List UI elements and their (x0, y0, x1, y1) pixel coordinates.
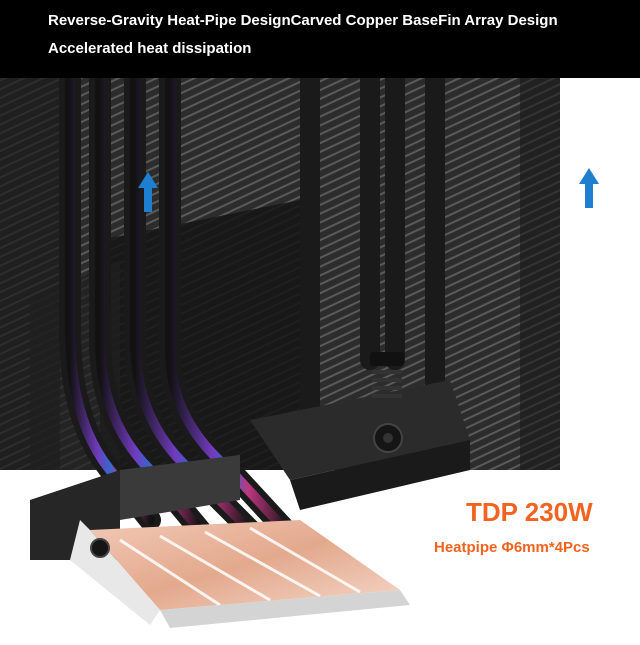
airflow-arrow-icon (138, 168, 599, 212)
screw-icon (90, 352, 404, 558)
heatpipe-spec-label: Heatpipe Φ6mm*4Pcs (434, 539, 590, 556)
heat-pipes (59, 67, 445, 546)
banner-subtitle-text: Accelerated heat dissipation (48, 40, 252, 57)
banner-features-text: Reverse-Gravity Heat-Pipe DesignCarved C… (48, 12, 558, 29)
tdp-label: TDP 230W (466, 497, 593, 527)
top-banner: Reverse-Gravity Heat-Pipe DesignCarved C… (0, 0, 640, 78)
mounting-base (30, 380, 470, 628)
